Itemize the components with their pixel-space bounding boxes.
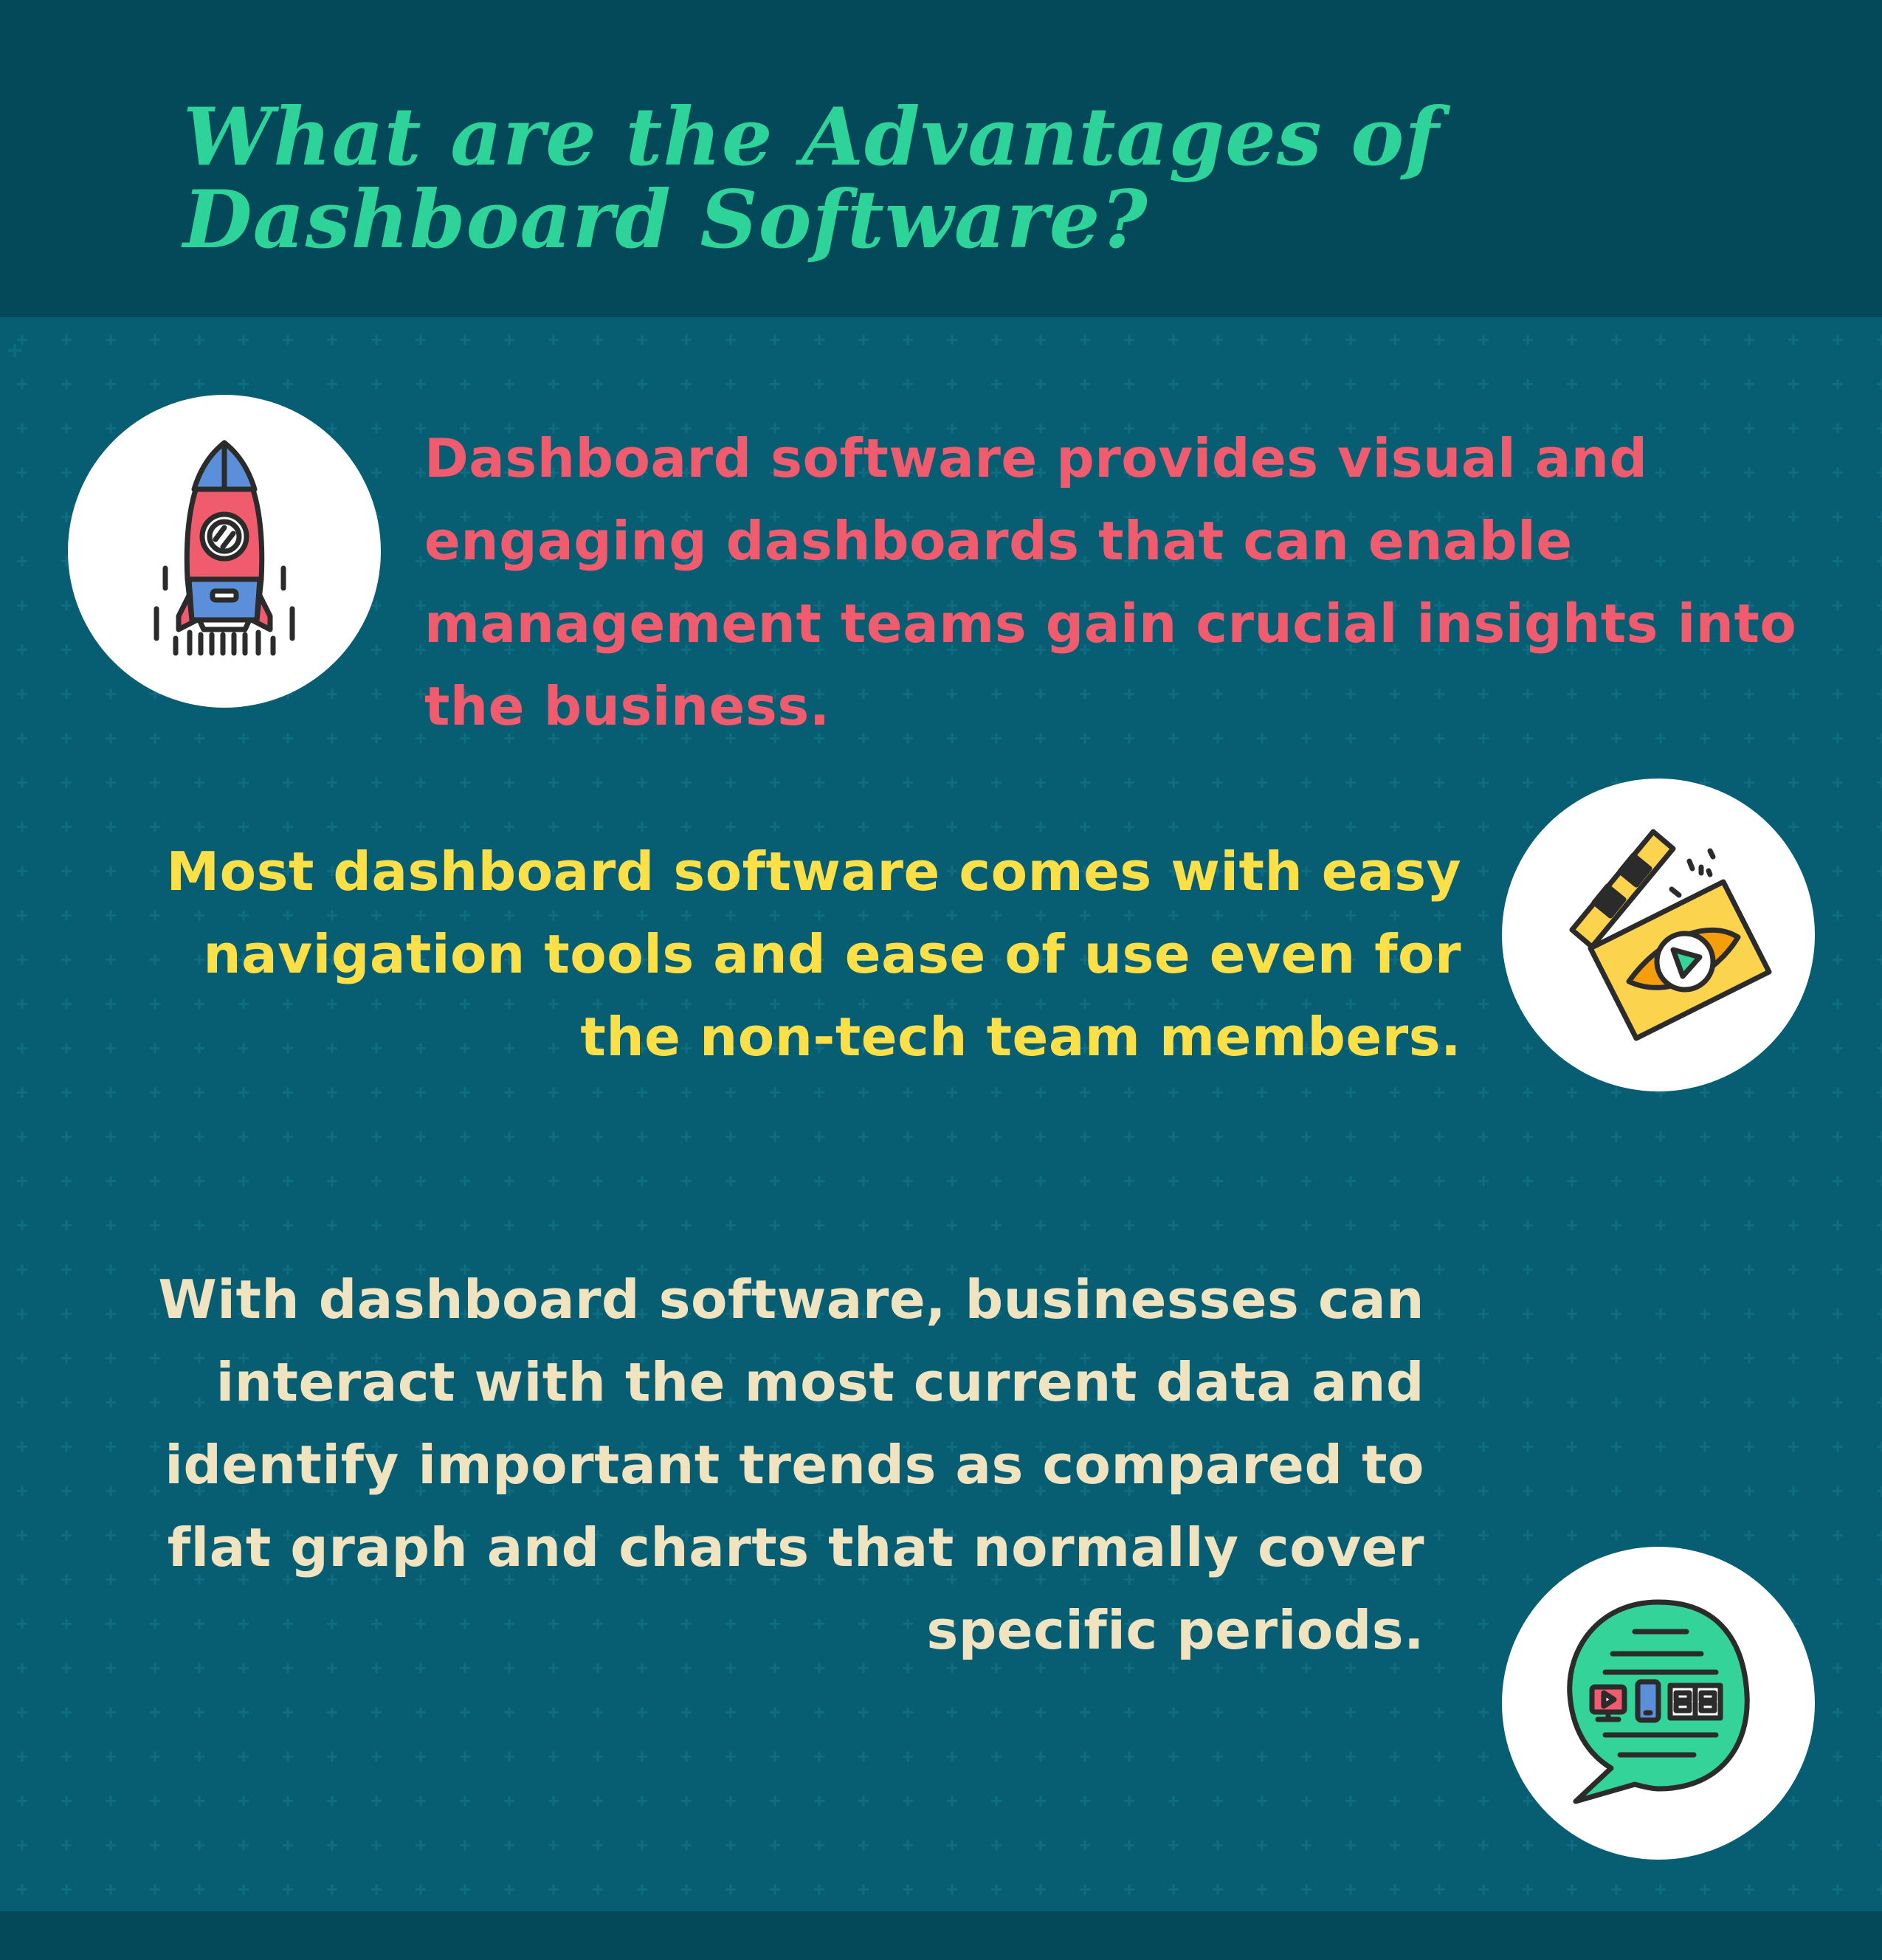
footer-band [0, 1911, 1882, 1960]
clapperboard-icon-circle [1502, 779, 1815, 1091]
rocket-icon [154, 440, 295, 656]
chat-icon-circle [1502, 1547, 1815, 1860]
clapperboard-eye-icon [1569, 829, 1772, 1041]
advantage-text-2: Most dashboard software comes with easy … [166, 841, 1461, 1068]
advantage-text-3: With dashboard software, businesses can … [158, 1269, 1424, 1661]
rocket-icon-circle [68, 395, 381, 708]
chat-bubble-dashboard-icon [1567, 1599, 1750, 1804]
page-title: What are the Advantages of Dashboard Sof… [183, 91, 1440, 266]
advantage-text-1: Dashboard software provides visual and e… [424, 427, 1797, 737]
header-band: What are the Advantages of Dashboard Sof… [0, 0, 1882, 317]
